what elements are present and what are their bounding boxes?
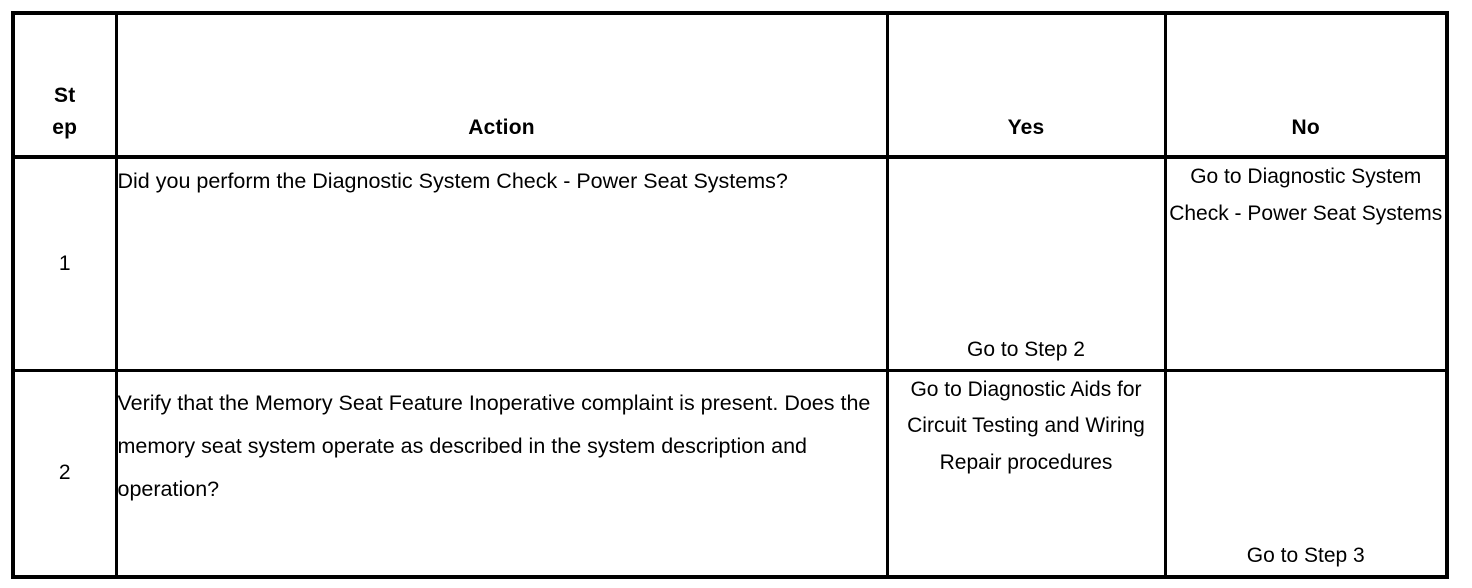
column-header-yes: Yes [885, 11, 1167, 159]
action-text: Verify that the Memory Seat Feature Inop… [117, 390, 871, 502]
diagnostic-step-table: Step Action Yes No 1 Di [11, 11, 1449, 579]
action-cell: Verify that the Memory Seat Feature Inop… [114, 368, 889, 579]
yes-cell: Go to Diagnostic Aids for Circuit Testin… [885, 368, 1167, 579]
yes-text: Go to Step 2 [967, 337, 1085, 361]
yes-text: Go to Diagnostic Aids for Circuit Testin… [907, 377, 1145, 475]
column-header-yes-label: Yes [1007, 115, 1045, 139]
action-text: Did you perform the Diagnostic System Ch… [117, 169, 788, 193]
yes-cell: Go to Step 2 [885, 155, 1167, 372]
step-number: 1 [58, 251, 71, 275]
column-header-action-label: Action [468, 115, 535, 139]
no-cell: Go to Diagnostic System Check - Power Se… [1163, 155, 1449, 372]
step-number-cell: 2 [11, 368, 118, 579]
table-body: 1 Did you perform the Diagnostic System … [11, 155, 1449, 579]
column-header-no: No [1163, 11, 1449, 159]
table-row: 2 Verify that the Memory Seat Feature In… [11, 368, 1449, 579]
column-header-step: Step [11, 11, 118, 159]
table-row: 1 Did you perform the Diagnostic System … [11, 155, 1449, 372]
no-text: Go to Step 3 [1246, 544, 1365, 568]
column-header-action: Action [114, 11, 889, 159]
column-header-step-label: Step [52, 83, 78, 140]
action-cell: Did you perform the Diagnostic System Ch… [114, 155, 889, 372]
no-text: Go to Diagnostic System Check - Power Se… [1169, 165, 1443, 225]
step-number: 2 [58, 461, 71, 485]
step-number-cell: 1 [11, 155, 118, 372]
table-header: Step Action Yes No [11, 11, 1449, 159]
table-header-row: Step Action Yes No [11, 11, 1449, 159]
column-header-no-label: No [1291, 115, 1320, 139]
no-cell: Go to Step 3 [1163, 368, 1449, 579]
